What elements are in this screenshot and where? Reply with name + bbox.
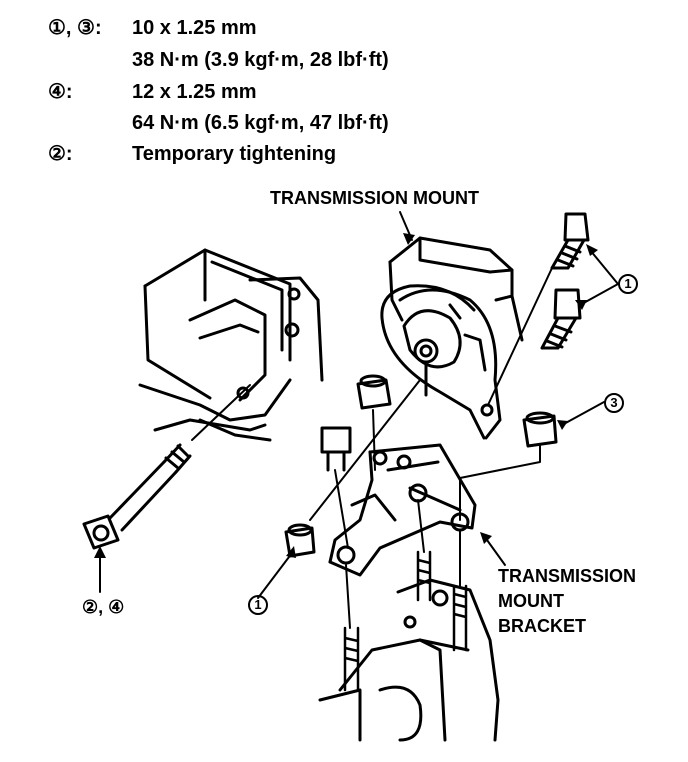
bracket-label-line2: MOUNT: [498, 591, 564, 611]
callout-arrows: [99, 249, 619, 599]
callout-3: 3: [604, 393, 624, 413]
spec-note-2: Temporary tightening: [132, 143, 337, 165]
spec-size-1-3: 10 x 1.25 mm: [132, 17, 257, 39]
studs: [343, 550, 468, 692]
spec-ref-2: ②:: [48, 143, 73, 165]
leader-lines: [191, 211, 553, 629]
transmission-mount-bracket: [328, 443, 477, 577]
transmission-mount-label: TRANSMISSION MOUNT: [270, 188, 479, 208]
long-bolt: [82, 443, 192, 550]
spec-torque-1-3: 38 N·m (3.9 kgf·m, 28 lbf·ft): [132, 49, 389, 71]
callout-2-4: ②, ④: [82, 597, 125, 617]
spec-size-4: 12 x 1.25 mm: [132, 81, 257, 103]
upper-bolt-2: [540, 288, 582, 350]
spec-ref-1-3: ①, ③:: [48, 17, 102, 39]
callout-1-lower: 1: [248, 595, 268, 615]
center-bolt: [320, 426, 352, 472]
arrowheads: [94, 233, 598, 558]
transmission-mount: [380, 236, 524, 440]
bracket-label-line1: TRANSMISSION: [498, 566, 637, 586]
bracket-label-line3: BRACKET: [498, 616, 586, 636]
nut-upper-center: [356, 374, 392, 410]
spec-ref-4: ④:: [48, 81, 73, 103]
upper-bolt-1: [550, 212, 590, 270]
nut-right-3: [522, 411, 558, 448]
frame-rail: [138, 248, 324, 442]
callout-1-upper: 1: [618, 274, 638, 294]
nut-left-1: [284, 523, 316, 558]
spec-torque-4: 64 N·m (6.5 kgf·m, 47 lbf·ft): [132, 112, 389, 134]
transmission-case: [318, 578, 500, 742]
